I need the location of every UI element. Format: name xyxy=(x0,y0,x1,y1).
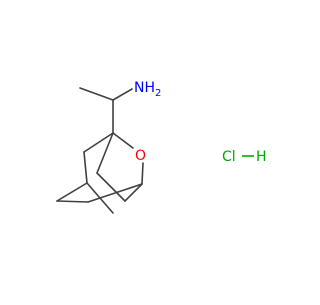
bond-c5-c7 xyxy=(56,182,88,202)
ether-oxygen-label: O xyxy=(135,148,146,164)
bond-c4-c6 xyxy=(96,172,126,202)
salt-cl-label: Cl xyxy=(222,149,236,165)
bond-c7-c9 xyxy=(56,200,89,203)
bond-o-c2 xyxy=(141,162,144,185)
hcl-salt: Cl H xyxy=(222,149,267,165)
amine-label-subscript: 2 xyxy=(155,88,161,99)
salt-h-label: H xyxy=(256,149,267,165)
amine-label-main: NH xyxy=(134,80,155,96)
molecule-structure-diagram: NH2 O Cl H xyxy=(56,80,267,214)
bond-methyl-ch xyxy=(79,87,114,101)
bond-c1-c3 xyxy=(83,132,114,153)
bond-set xyxy=(56,87,144,214)
bond-c3-c5 xyxy=(83,151,88,184)
bond-ch-n xyxy=(112,88,133,101)
bond-c9-c2 xyxy=(87,183,143,203)
bond-c1-c4 xyxy=(96,132,114,174)
bond-c1-o xyxy=(112,132,134,149)
amine-label: NH2 xyxy=(134,80,161,99)
bond-c2-c6 xyxy=(124,183,143,202)
structure-canvas: NH2 O Cl H xyxy=(56,80,267,214)
